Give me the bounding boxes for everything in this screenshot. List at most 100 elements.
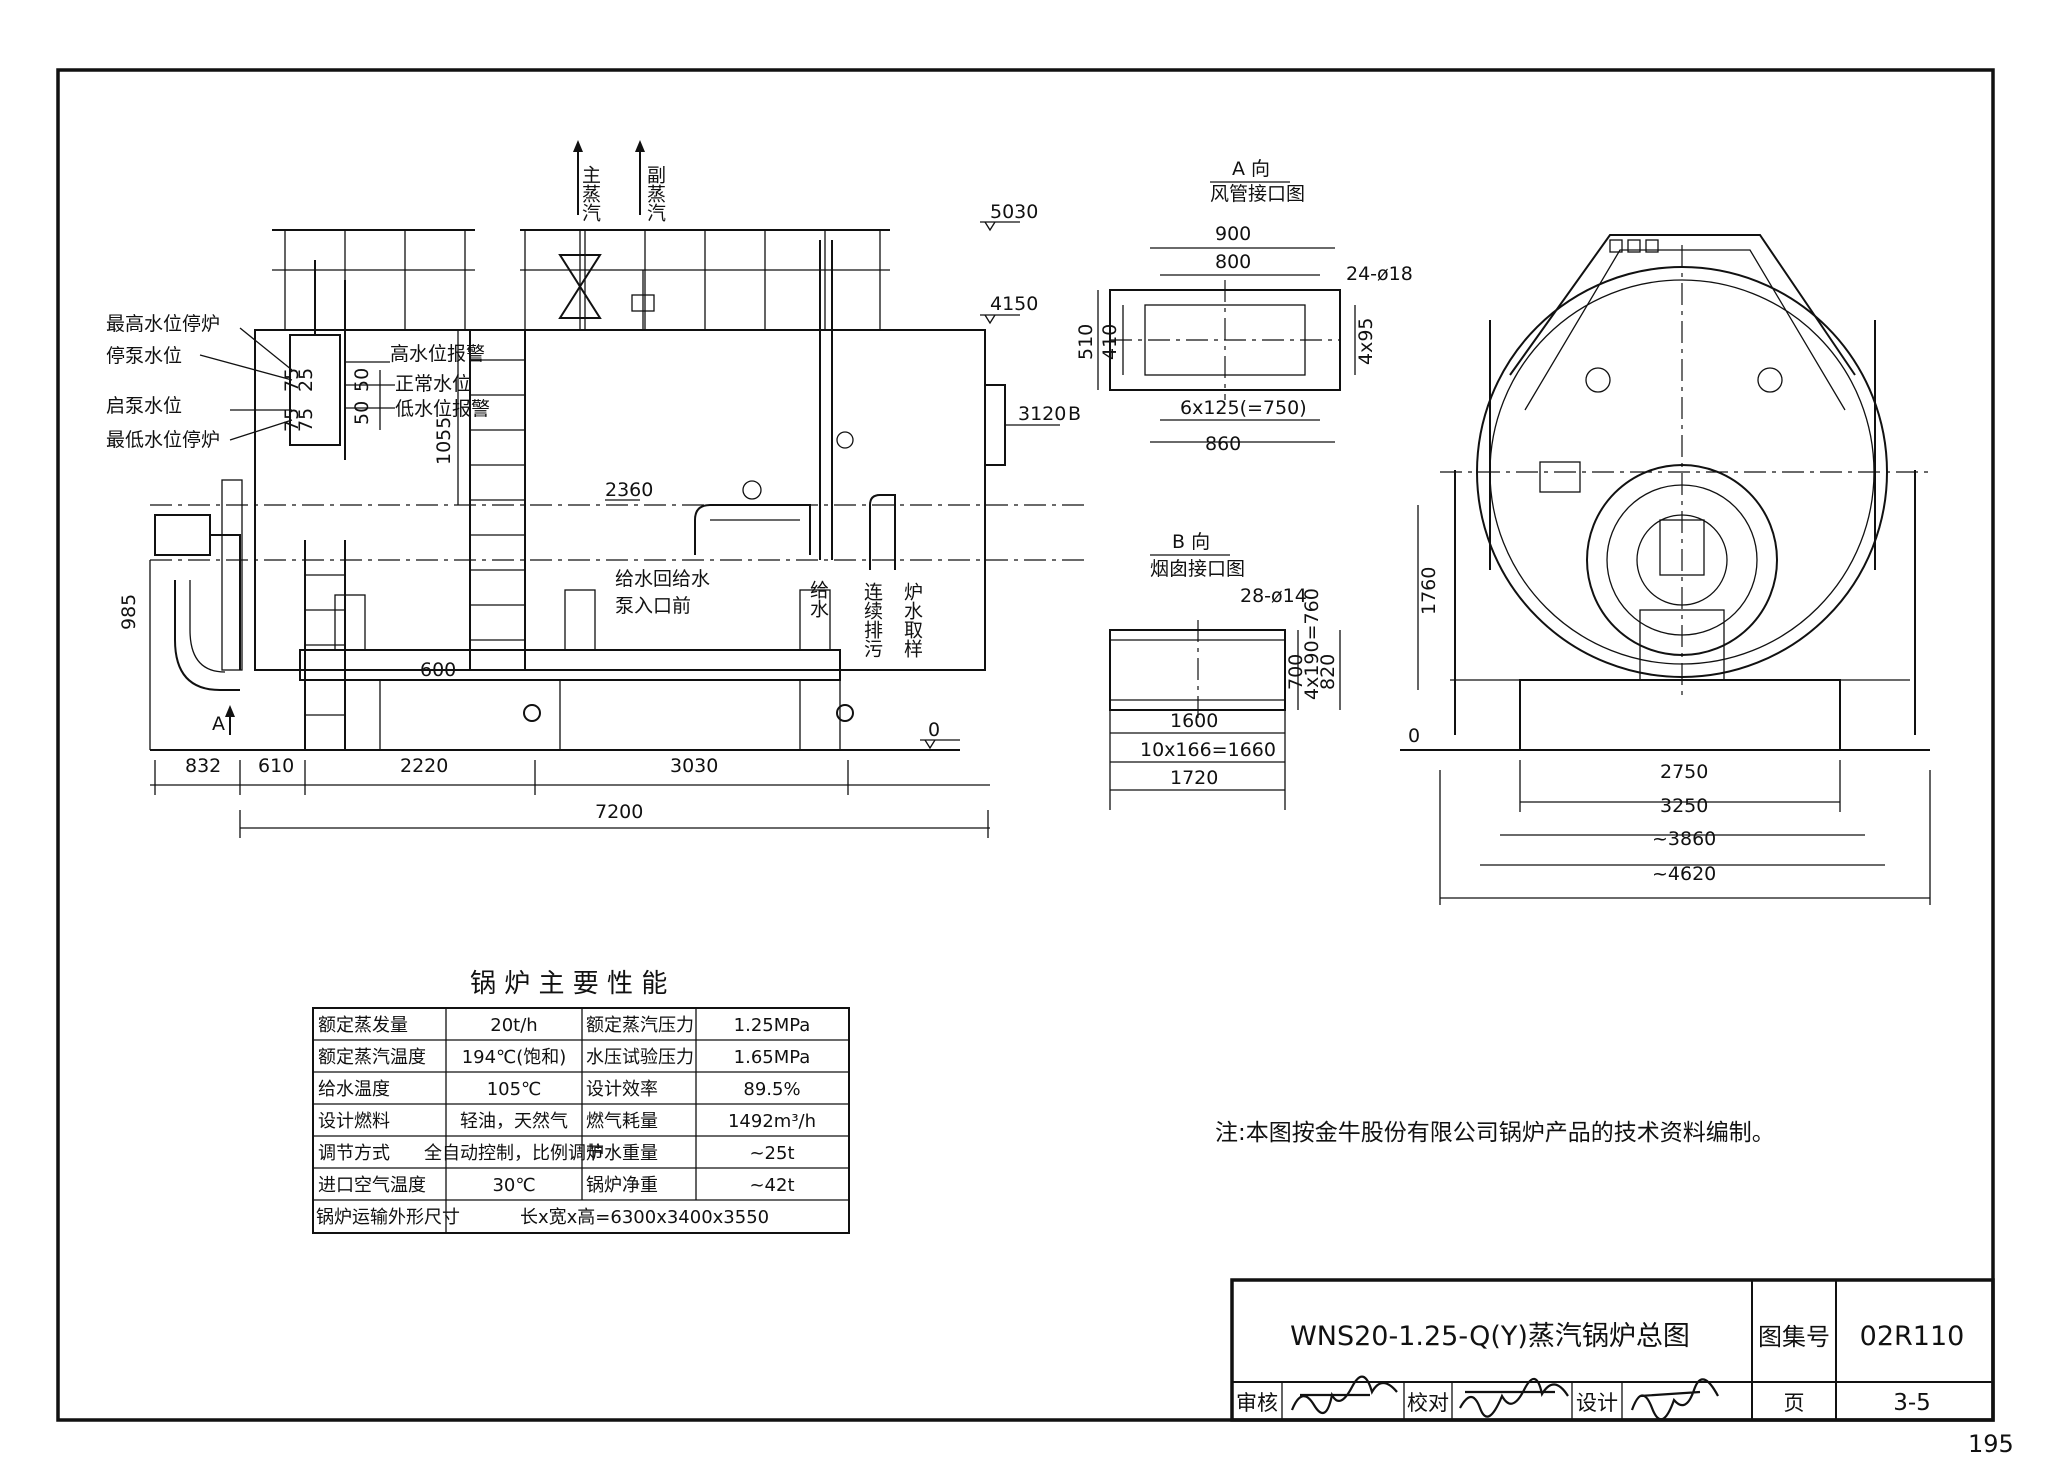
atlas-no: 02R110 xyxy=(1860,1321,1965,1352)
spec-r4-c3: ~25t xyxy=(749,1143,794,1164)
level-dim-2: 25 xyxy=(295,368,317,392)
spec-r2-c2: 设计效率 xyxy=(586,1079,658,1100)
level-label-3: 最低水位停炉 xyxy=(106,429,220,451)
sheet-border xyxy=(56,68,1995,1422)
front-dim-2: ~3860 xyxy=(1652,828,1716,850)
elev-0: 0 xyxy=(928,719,940,741)
main-steam-label: 主蒸汽 xyxy=(579,165,601,222)
note-feed: 给水 xyxy=(807,580,829,618)
note-return: 给水回给水 xyxy=(615,568,710,590)
view-a-side: 4x95 xyxy=(1355,317,1377,365)
view-a-h-outer: 510 xyxy=(1075,324,1097,360)
atlas-label: 图集号 xyxy=(1758,1323,1830,1351)
front-elev-zero: 0 xyxy=(1408,725,1420,747)
spec-r2-c1: 105℃ xyxy=(487,1079,542,1100)
elev-2360: 2360 xyxy=(605,479,653,501)
level-label-0: 最高水位停炉 xyxy=(106,313,220,335)
bottom-dim-1: 610 xyxy=(258,755,294,777)
title-block: WNS20-1.25-Q(Y)蒸汽锅炉总图 图集号 02R110 审核 校对 设… xyxy=(1230,1278,1995,1422)
spec-last-label: 锅炉运输外形尺寸 xyxy=(316,1207,460,1228)
bottom-dim-2: 2220 xyxy=(400,755,448,777)
elev-600: 600 xyxy=(420,659,456,681)
alarm-label-2: 低水位报警 xyxy=(395,398,490,420)
drawing-title: WNS20-1.25-Q(Y)蒸汽锅炉总图 xyxy=(1290,1321,1690,1352)
bottom-dim-3: 3030 xyxy=(670,755,718,777)
level-dim-4: 50 xyxy=(351,401,373,425)
view-a-marker: A xyxy=(212,713,225,735)
front-dim-1: 3250 xyxy=(1660,795,1708,817)
spec-r4-c0: 调节方式 xyxy=(318,1143,390,1164)
spec-r3-c1: 轻油，天然气 xyxy=(460,1111,568,1132)
spec-r3-c2: 燃气耗量 xyxy=(586,1111,658,1132)
view-b-holes: 28-ø14 xyxy=(1240,585,1307,607)
spec-r5-c2: 锅炉净重 xyxy=(586,1175,658,1196)
level-dim-1: 75 xyxy=(281,408,303,432)
page-label: 页 xyxy=(1784,1391,1805,1415)
spec-table-title: 锅 炉 主 要 性 能 xyxy=(470,969,667,999)
view-a-title: A 向 xyxy=(1232,158,1270,180)
spec-r0-c1: 20t/h xyxy=(490,1015,537,1036)
view-b-marker: B xyxy=(1068,403,1081,425)
page-number: 195 xyxy=(1968,1430,2014,1458)
elev-4150: 4150 xyxy=(990,293,1038,315)
level-label-2: 启泵水位 xyxy=(106,395,182,417)
view-b-w-outer: 1720 xyxy=(1170,767,1218,789)
front-view: 1760 0 2750 3250 ~3860 ~4620 xyxy=(1400,234,1931,905)
note-blowdown: 连续排污 xyxy=(861,582,883,658)
spec-r5-c1: 30℃ xyxy=(492,1175,535,1196)
front-dim-3: ~4620 xyxy=(1652,863,1716,885)
view-a-w-outer: 900 xyxy=(1215,223,1251,245)
front-dim-0: 2750 xyxy=(1660,761,1708,783)
dim-1055: 1055 xyxy=(433,417,455,465)
bottom-dim-0: 832 xyxy=(185,755,221,777)
spec-r1-c3: 1.65MPa xyxy=(734,1047,811,1068)
spec-last-value: 长x宽x高=6300x3400x3550 xyxy=(520,1207,769,1228)
review-signature xyxy=(1290,1375,1398,1415)
view-b-h-outer: 820 xyxy=(1317,654,1339,690)
dim-985: 985 xyxy=(118,594,140,630)
view-a-pitch: 6x125(=750) xyxy=(1180,397,1307,419)
level-dim-3: 50 xyxy=(351,368,373,392)
side-view xyxy=(149,140,1090,838)
note-sample: 炉水取样 xyxy=(901,582,923,658)
spec-r5-c3: ~42t xyxy=(749,1175,794,1196)
view-a-subtitle: 风管接口图 xyxy=(1210,183,1305,205)
view-b-w-inner: 1600 xyxy=(1170,710,1218,732)
spec-r4-c1: 全自动控制，比例调节 xyxy=(424,1143,604,1164)
level-label-1: 停泵水位 xyxy=(106,345,182,367)
check-label: 校对 xyxy=(1407,1391,1449,1415)
view-b-title: B 向 xyxy=(1172,531,1210,553)
front-dim-height: 1760 xyxy=(1418,567,1440,615)
view-b-subtitle: 烟囱接口图 xyxy=(1150,558,1245,580)
spec-r2-c3: 89.5% xyxy=(743,1079,800,1100)
review-label: 审核 xyxy=(1236,1391,1278,1415)
spec-r0-c2: 额定蒸汽压力 xyxy=(586,1015,694,1036)
alarm-label-0: 高水位报警 xyxy=(390,343,485,365)
spec-r4-c2: 炉水重量 xyxy=(586,1143,658,1164)
spec-r3-c0: 设计燃料 xyxy=(318,1111,390,1132)
view-a-w-inner: 800 xyxy=(1215,251,1251,273)
drawing-note: 注:本图按金牛股份有限公司锅炉产品的技术资料编制。 xyxy=(1215,1120,1775,1146)
spec-r0-c0: 额定蒸发量 xyxy=(318,1015,408,1036)
view-a-holes: 24-ø18 xyxy=(1346,263,1413,285)
spec-r1-c2: 水压试验压力 xyxy=(586,1047,694,1068)
elev-3120: 3120 xyxy=(1018,403,1066,425)
design-signature xyxy=(1630,1378,1719,1421)
overall-dim: 7200 xyxy=(595,801,643,823)
page-no: 3-5 xyxy=(1893,1390,1931,1416)
view-b: B 向 烟囱接口图 28-ø14 700 4x190=760 820 1600 … xyxy=(1109,531,1341,810)
note-return-2: 泵入口前 xyxy=(615,595,691,617)
view-a: A 向 风管接口图 900 800 24-ø18 510 410 4x95 6x… xyxy=(1075,158,1413,455)
level-dim-5: 75 xyxy=(295,408,317,432)
view-b-h-inner: 700 xyxy=(1285,654,1307,690)
alarm-label-1: 正常水位 xyxy=(395,373,471,395)
spec-r5-c0: 进口空气温度 xyxy=(318,1175,426,1196)
check-signature xyxy=(1459,1377,1569,1418)
view-b-pitch-h: 10x166=1660 xyxy=(1140,739,1276,761)
design-label: 设计 xyxy=(1576,1391,1618,1415)
level-dim-0: 75 xyxy=(281,368,303,392)
spec-table: 锅 炉 主 要 性 能 额定蒸发量 20t/h 额定蒸汽压力 1.25MPa 额… xyxy=(312,969,850,1234)
spec-r1-c1: 194℃(饱和) xyxy=(462,1047,567,1068)
elev-5030: 5030 xyxy=(990,201,1038,223)
